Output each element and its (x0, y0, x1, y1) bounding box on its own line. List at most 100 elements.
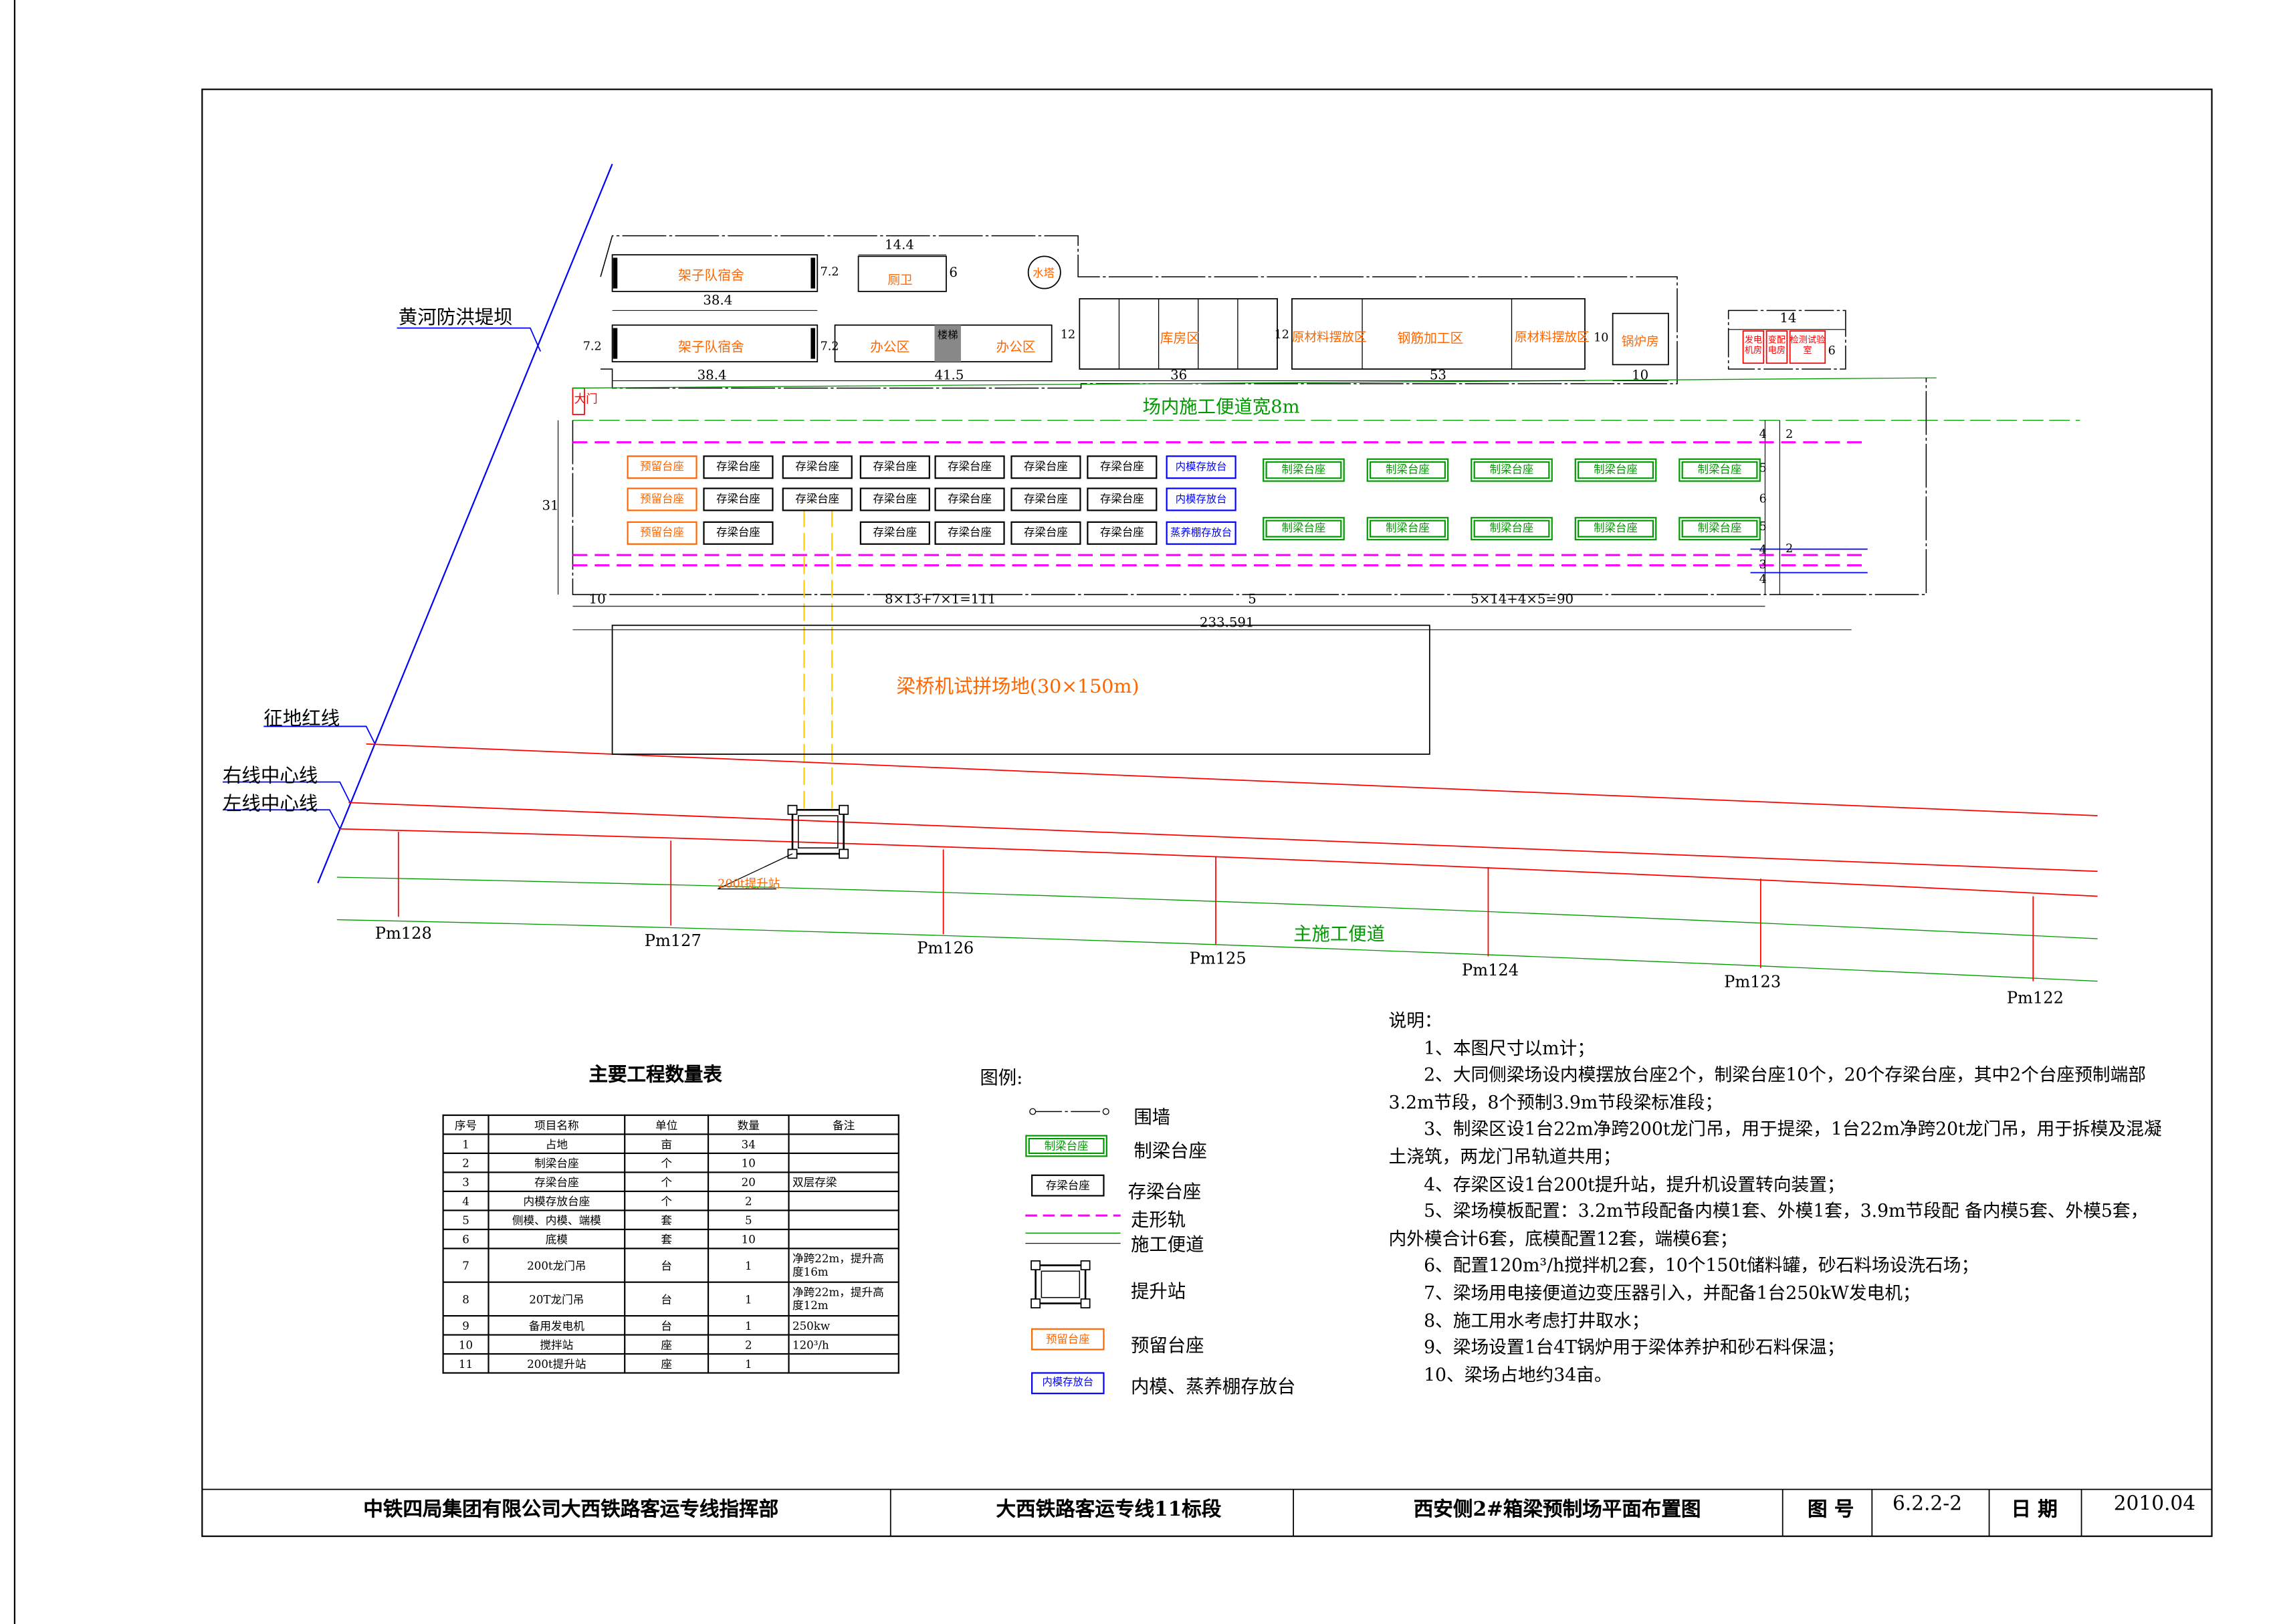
table-cell: 存梁台座 (488, 1171, 626, 1192)
pier-label: Pm125 (1189, 949, 1247, 968)
table-cell: 1 (707, 1248, 790, 1283)
table-cell: 11 (442, 1353, 490, 1374)
note-item: 1、本图尺寸以m计； (1424, 1038, 1595, 1058)
table-cell: 套 (624, 1209, 710, 1230)
inner-mold-storage: 内模存放台 (1166, 455, 1236, 479)
table-header-cell: 项目名称 (488, 1114, 626, 1135)
pier-label: Pm128 (374, 924, 432, 943)
table-cell: 10 (707, 1152, 790, 1173)
legend-title: 图例: (980, 1066, 1023, 1088)
dim-label: 7.2 (582, 340, 602, 353)
dim-label: 12 (1274, 328, 1289, 342)
test-field-label: 梁桥机试拼场地(30×150m) (896, 676, 1140, 699)
warehouse-label: 库房区 (1160, 332, 1200, 348)
storage-pedestal: 存梁台座 (1087, 521, 1158, 545)
storage-pedestal: 存梁台座 (703, 455, 774, 479)
dim-label: 4 (1759, 543, 1767, 557)
table-cell: 侧模、内模、端模 (488, 1209, 626, 1230)
dim-label: 10 (1632, 368, 1649, 384)
table-cell (788, 1133, 899, 1155)
dim-label: 6 (1828, 344, 1836, 358)
table-cell: 2 (707, 1190, 790, 1211)
dim-label: 4 (1759, 427, 1767, 441)
storage-pedestal: 存梁台座 (859, 521, 930, 545)
making-pedestal: 制梁台座 (1471, 517, 1553, 541)
note-item: 5、梁场模板配置：3.2m节段配备内模1套、外模1套，3.9m节段配 备内模5套… (1388, 1201, 2149, 1249)
making-pedestal: 制梁台座 (1366, 458, 1449, 482)
drawing-title: 西安侧2#箱梁预制场平面布置图 (1413, 1498, 1701, 1522)
project-name: 大西铁路客运专线11标段 (996, 1498, 1222, 1522)
legend-inner: 内模、蒸养棚存放台 (1130, 1375, 1296, 1397)
table-header-cell: 单位 (624, 1114, 710, 1135)
right-centerline-label: 右线中心线 (222, 766, 318, 788)
making-pedestal: 制梁台座 (1679, 458, 1761, 482)
table-cell: 个 (624, 1190, 710, 1211)
raw-material-1: 原材料摆放区 (1291, 331, 1367, 346)
table-cell: 4 (442, 1190, 490, 1211)
note-item: 2、大同侧梁场设内模摆放台座2个，制梁台座10个，20个存梁台座，其中2个台座预… (1388, 1064, 2147, 1113)
company-name: 中铁四局集团有限公司大西铁路客运专线指挥部 (363, 1498, 779, 1522)
main-road-label: 主施工便道 (1293, 922, 1386, 945)
boiler-label: 锅炉房 (1621, 335, 1659, 350)
pier-label: Pm123 (1724, 972, 1781, 992)
pier-label: Pm126 (917, 939, 974, 958)
storage-pedestal: 存梁台座 (859, 455, 930, 479)
dim-label: 53 (1429, 368, 1446, 384)
table-cell: 个 (624, 1152, 710, 1173)
rebar-label: 钢筋加工区 (1397, 332, 1464, 348)
table-cell: 1 (442, 1133, 490, 1155)
dim-label: 6 (949, 266, 958, 281)
reserve-pedestal: 预留台座 (627, 487, 697, 511)
table-cell: 占地 (488, 1133, 626, 1155)
date-value: 2010.04 (2113, 1492, 2196, 1516)
reserve-pedestal: 预留台座 (627, 521, 697, 545)
table-cell (788, 1190, 899, 1211)
making-pedestal: 制梁台座 (1471, 458, 1553, 482)
left-centerline (340, 828, 2098, 897)
making-pedestal: 制梁台座 (1263, 458, 1345, 482)
legend-rail: 走形轨 (1130, 1208, 1186, 1230)
note-item: 4、存梁区设1台200t提升站，提升机设置转向装置； (1424, 1173, 1845, 1195)
reserve-pedestal: 预留台座 (627, 455, 697, 479)
table-cell (788, 1228, 899, 1250)
table-cell: 200t提升站 (488, 1353, 626, 1374)
legend-reserve-box: 预留台座 (1031, 1328, 1105, 1351)
table-cell: 10 (707, 1228, 790, 1250)
legend-symbols (1025, 1108, 1121, 1308)
storage-pedestal: 存梁台座 (1010, 455, 1081, 479)
table-cell: 台 (624, 1281, 710, 1317)
table-cell: 5 (707, 1209, 790, 1230)
dim-label: 31 (542, 499, 559, 514)
dim-label: 2 (1786, 542, 1794, 556)
storage-pedestal: 存梁台座 (934, 521, 1005, 545)
note-item: 8、施工用水考虑打井取水； (1424, 1310, 1650, 1331)
office-2: 办公区 (996, 341, 1036, 356)
dim-label: 14.4 (885, 239, 914, 253)
dim-label: 233.591 (1199, 616, 1255, 632)
legend-storage-box: 存梁台座 (1031, 1174, 1105, 1197)
table-cell: 亩 (624, 1133, 710, 1155)
legend-reserve: 预留台座 (1130, 1334, 1204, 1357)
main-road-line (336, 919, 2098, 982)
storage-pedestal: 存梁台座 (703, 521, 774, 545)
note-item: 10、梁场占地约34亩。 (1424, 1364, 1612, 1385)
table-cell: 120³/h (788, 1334, 899, 1355)
pier-label: Pm124 (1462, 960, 1519, 980)
dim-label: 14 (1779, 312, 1797, 327)
land-red-line-label: 征地红线 (263, 709, 340, 731)
table-cell: 9 (442, 1314, 490, 1336)
dim-label: 12 (1060, 328, 1076, 342)
water-tower-label: 水塔 (1033, 266, 1055, 280)
legend-making: 制梁台座 (1133, 1139, 1207, 1161)
figure-number-label: 图 号 (1807, 1498, 1854, 1522)
storage-pedestal: 存梁台座 (1087, 455, 1158, 479)
dim-label: 41.5 (934, 368, 964, 384)
